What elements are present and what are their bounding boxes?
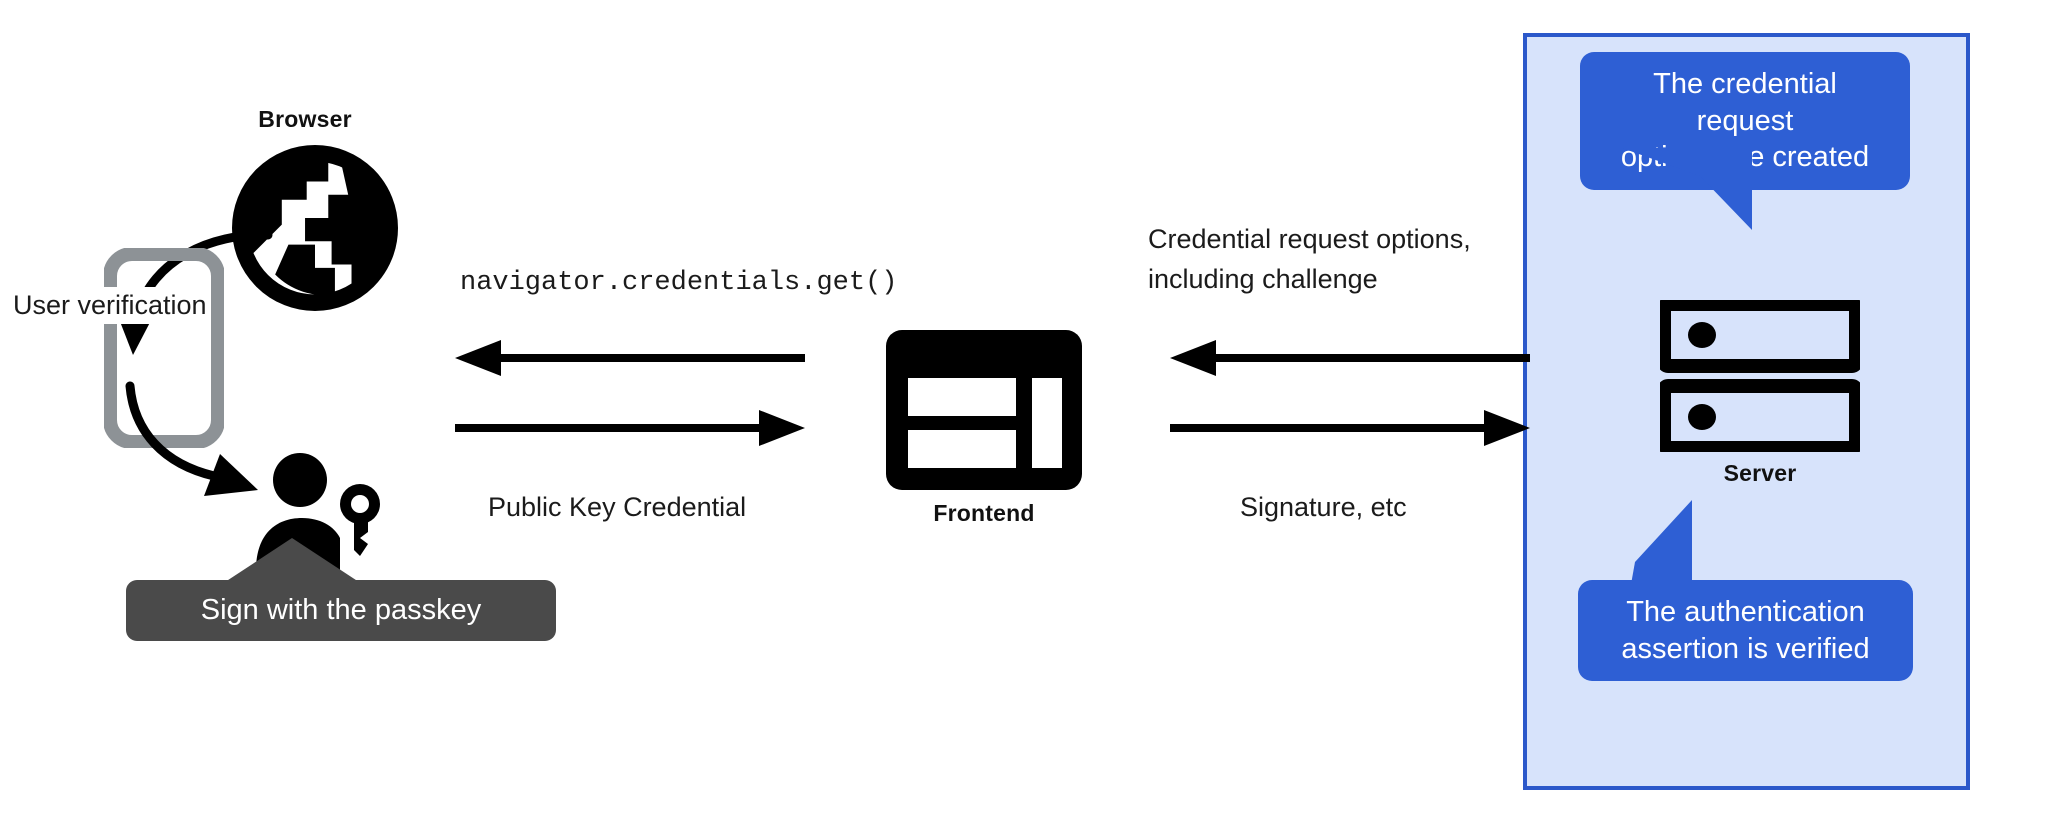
- arrow-browser-to-frontend: [455, 410, 805, 446]
- label-user-verification: User verification: [10, 287, 210, 324]
- callout-authentication-assertion-verified: The authentication assertion is verified: [1578, 580, 1913, 682]
- web-layout-icon: [886, 330, 1082, 490]
- label-public-key-credential: Public Key Credential: [488, 492, 747, 522]
- label-credential-request-options-line2: including challenge: [1148, 264, 1378, 294]
- frontend-caption: Frontend: [933, 500, 1035, 526]
- callout-sign-with-passkey: Sign with the passkey: [126, 580, 556, 641]
- label-signature-etc: Signature, etc: [1240, 492, 1407, 522]
- callout-tail-top: [1622, 148, 1752, 230]
- smartphone-icon: [104, 248, 224, 448]
- callout-tail-bottom: [1630, 500, 1692, 590]
- callout-line-1: The credential request: [1653, 68, 1837, 137]
- arrow-frontend-to-browser: [455, 340, 805, 376]
- label-credential-request-options-line1: Credential request options,: [1148, 224, 1471, 254]
- callout-tail-sign-with-passkey: [222, 538, 362, 584]
- arrow-server-to-frontend: [1170, 340, 1530, 376]
- callout-line-1: The authentication: [1626, 596, 1865, 628]
- server-rack-icon: [1660, 300, 1860, 452]
- arrow-frontend-to-server: [1170, 410, 1530, 446]
- callout-line-2: assertion is verified: [1621, 632, 1870, 665]
- label-navigator-credentials-get: navigator.credentials.get(): [460, 268, 898, 298]
- arrow-phone-to-user: [125, 381, 258, 496]
- server-caption: Server: [1723, 460, 1797, 486]
- browser-caption: Browser: [258, 106, 352, 132]
